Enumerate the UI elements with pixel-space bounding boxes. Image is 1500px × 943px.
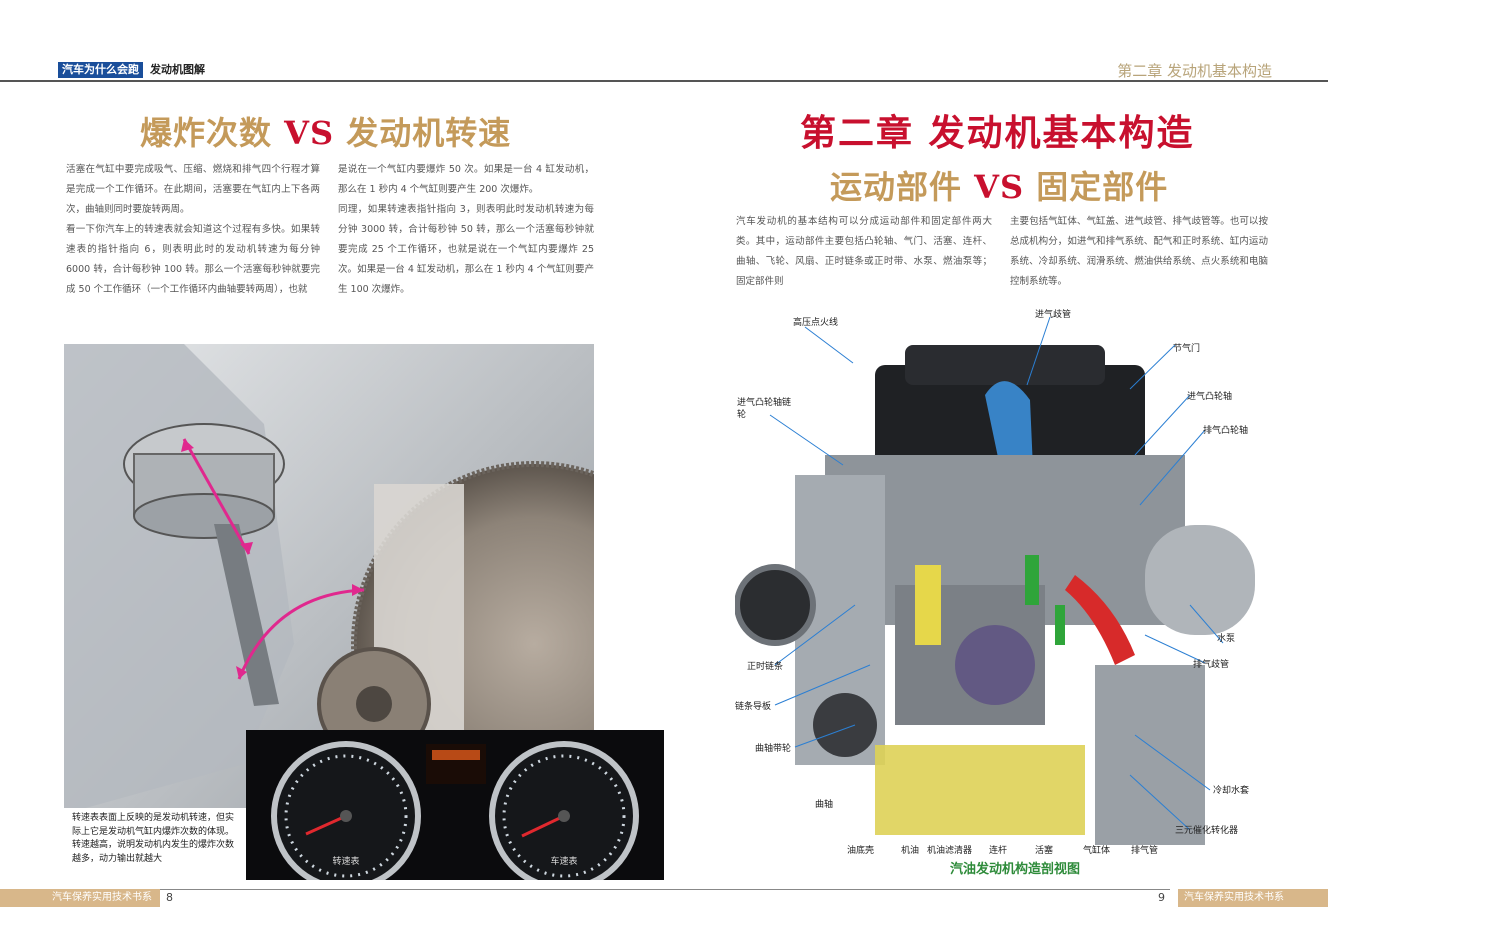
right-column-1: 汽车发动机的基本结构可以分成运动部件和固定部件两大类。其中，运动部件主要包括凸轮… xyxy=(736,216,992,287)
label-exhaust-manifold: 排气歧管 xyxy=(1193,660,1230,670)
label-exhaust-cam: 排气凸轮轴 xyxy=(1203,426,1249,436)
label-catalytic-converter: 三元催化转化器 xyxy=(1175,826,1239,836)
title-vs: VS xyxy=(284,114,335,152)
header-rule-left xyxy=(0,80,700,82)
label-cylinder-block: 气缸体 xyxy=(1083,846,1111,856)
label-oil-filter: 机油滤清器 xyxy=(927,846,973,856)
label-connecting-rod: 连杆 xyxy=(989,846,1008,856)
right-column-2: 主要包括气缸体、气缸盖、进气歧管、排气歧管等。也可以按总成机构分，如进气和排气系… xyxy=(1010,216,1268,287)
label-ignition-lead: 高压点火线 xyxy=(793,318,839,328)
gauge-cluster-illustration: 转速表 车速表 xyxy=(271,741,639,891)
title-part-b: 发动机转速 xyxy=(346,114,512,152)
label-chain-guide: 链条导板 xyxy=(735,702,772,712)
label-intake-cam: 进气凸轮轴 xyxy=(1187,392,1233,402)
title-vs: VS xyxy=(974,168,1025,206)
footer-line-left xyxy=(160,889,700,890)
label-intake-manifold: 进气歧管 xyxy=(1035,310,1072,320)
tachometer-label: 转速表 xyxy=(332,855,359,867)
tachometer-caption: 转速表表面上反映的是发动机转速，但实际上它是发动机气缸内爆炸次数的体现。转速越高… xyxy=(64,808,246,880)
footer-line-right xyxy=(700,889,1170,890)
title-part-a: 运动部件 xyxy=(830,168,963,206)
title-part-b: 固定部件 xyxy=(1036,168,1169,206)
label-oil: 机油 xyxy=(901,846,920,856)
label-water-pump: 水泵 xyxy=(1217,634,1236,644)
engine-illustration xyxy=(734,316,1255,845)
footer-series-left: 汽车保养实用技术书系 xyxy=(52,892,152,903)
engine-cutaway-diagram: 高压点火线 进气歧管 节气门 进气凸轮轴链轮 进气凸轮轴 排气凸轮轴 正时链条 … xyxy=(734,305,1280,865)
label-piston: 活塞 xyxy=(1035,846,1054,856)
label-timing-chain: 正时链条 xyxy=(747,662,784,672)
title-part-a: 爆炸次数 xyxy=(140,114,273,152)
left-page-title: 爆炸次数 VS 发动机转速 xyxy=(140,108,511,154)
speedometer-label: 车速表 xyxy=(550,855,577,867)
engine-diagram-caption: 汽油发动机构造剖视图 xyxy=(950,862,1081,877)
label-oil-pan: 油底壳 xyxy=(847,846,875,856)
header-rule-right xyxy=(700,80,1328,82)
footer-bar-left xyxy=(0,889,160,907)
label-cooling-jacket: 冷却水套 xyxy=(1213,786,1250,796)
label-crank-pulley: 曲轴带轮 xyxy=(755,744,792,754)
label-crankshaft: 曲轴 xyxy=(815,800,834,810)
label-intake-cam-sprocket: 进气凸轮轴链轮 xyxy=(737,398,792,420)
label-throttle: 节气门 xyxy=(1173,344,1201,354)
dashboard-gauges: 转速表 车速表 xyxy=(246,730,664,891)
left-column-2: 是说在一个气缸内要爆炸 50 次。如果是一台 4 缸发动机，那么在 1 秒内 4… xyxy=(338,164,594,295)
header-chapter: 第二章 发动机基本构造 xyxy=(1117,62,1272,80)
header-book-subtitle: 发动机图解 xyxy=(150,63,205,76)
right-page-title: 运动部件 VS 固定部件 xyxy=(830,162,1168,208)
label-exhaust-pipe: 排气管 xyxy=(1131,846,1159,856)
header-book-tag: 汽车为什么会跑 xyxy=(58,62,143,78)
chapter-title: 第二章 发动机基本构造 xyxy=(800,112,1195,154)
page-number-right: 9 xyxy=(1158,891,1165,904)
left-column-1: 活塞在气缸中要完成吸气、压缩、燃烧和排气四个行程才算是完成一个工作循环。在此期间… xyxy=(66,164,320,295)
footer-bar-right xyxy=(1178,889,1328,907)
page-number-left: 8 xyxy=(166,891,173,904)
footer-series-right: 汽车保养实用技术书系 xyxy=(1184,892,1284,903)
